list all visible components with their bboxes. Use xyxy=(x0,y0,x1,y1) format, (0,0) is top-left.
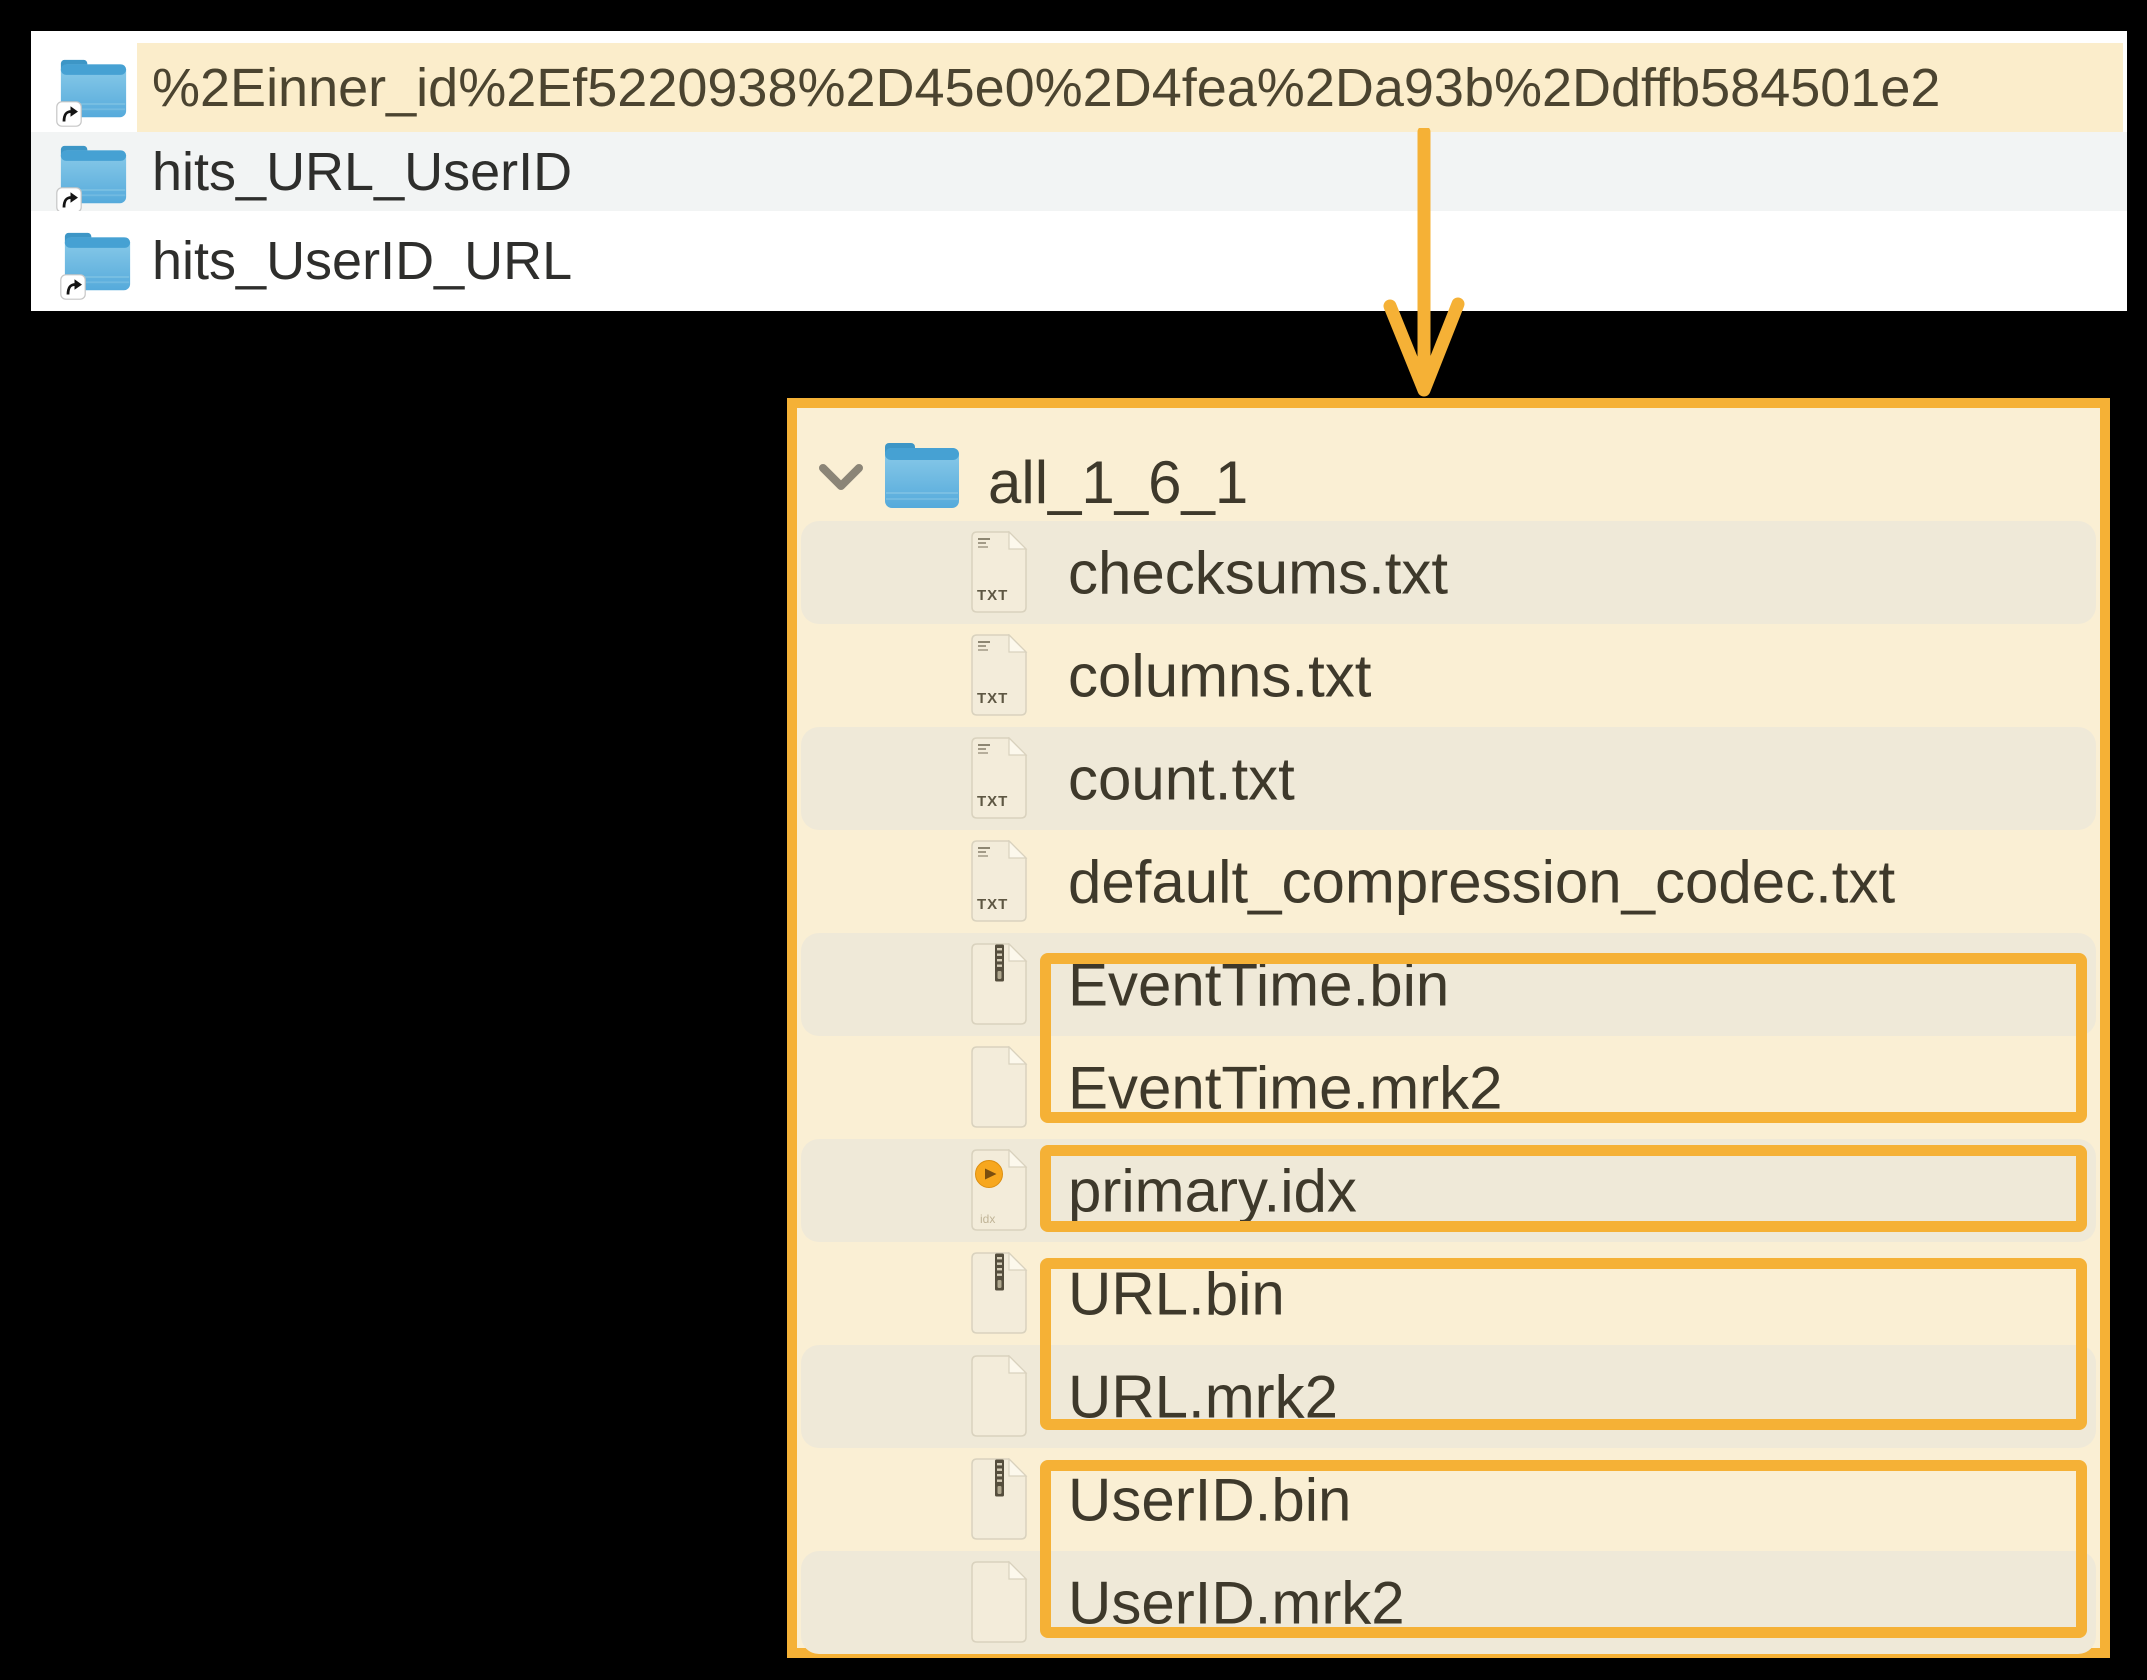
alias-folder-icon xyxy=(64,231,131,293)
file-name: EventTime.mrk2 xyxy=(1068,1054,1503,1121)
tree-row-file[interactable]: UserID.mrk2 xyxy=(797,1551,2100,1654)
blank-file-icon xyxy=(968,1355,1030,1437)
tree-row-file[interactable]: URL.bin xyxy=(797,1242,2100,1345)
tree-row-file[interactable]: UserID.bin xyxy=(797,1448,2100,1551)
tree-row-file[interactable]: primary.idx xyxy=(797,1139,2100,1242)
tree-row-file[interactable]: EventTime.mrk2 xyxy=(797,1036,2100,1139)
file-name: UserID.mrk2 xyxy=(1068,1569,1405,1636)
tree-row-file[interactable]: count.txt xyxy=(797,727,2100,830)
part-folder-tree-panel: all_1_6_1 checksums.txt columns.txt coun… xyxy=(787,398,2110,1658)
tree-row-file[interactable]: columns.txt xyxy=(797,624,2100,727)
selected-name-highlight: %2Einner_id%2Ef5220938%2D45e0%2D4fea%2Da… xyxy=(137,43,2123,132)
bin-file-icon xyxy=(968,1458,1030,1540)
tree-row-file[interactable]: checksums.txt xyxy=(797,521,2100,624)
txt-file-icon xyxy=(968,840,1030,922)
folder-name: hits_URL_UserID xyxy=(152,141,573,202)
folder-icon xyxy=(884,442,960,510)
folder-name: all_1_6_1 xyxy=(988,449,1249,516)
txt-file-icon xyxy=(968,634,1030,716)
file-name: default_compression_codec.txt xyxy=(1068,848,1896,915)
finder-row-inner-id[interactable]: %2Einner_id%2Ef5220938%2D45e0%2D4fea%2Da… xyxy=(31,31,2127,132)
file-name: primary.idx xyxy=(1068,1157,1357,1224)
alias-folder-icon xyxy=(60,58,127,120)
file-name: columns.txt xyxy=(1068,642,1372,709)
blank-file-icon xyxy=(968,1561,1030,1643)
blank-file-icon xyxy=(968,1046,1030,1128)
tree-row-file[interactable]: default_compression_codec.txt xyxy=(797,830,2100,933)
bin-file-icon xyxy=(968,1252,1030,1334)
tree-row-all-1-6-1[interactable]: all_1_6_1 xyxy=(797,408,2100,521)
txt-file-icon xyxy=(968,737,1030,819)
alias-arrow-badge-icon xyxy=(56,101,82,127)
down-arrow-annotation xyxy=(1383,128,1465,397)
alias-folder-icon xyxy=(60,144,127,206)
finder-list-panel: %2Einner_id%2Ef5220938%2D45e0%2D4fea%2Da… xyxy=(31,31,2127,311)
alias-arrow-badge-icon xyxy=(56,187,82,213)
file-name: URL.mrk2 xyxy=(1068,1363,1339,1430)
tree-row-file[interactable]: EventTime.bin xyxy=(797,933,2100,1036)
file-name: checksums.txt xyxy=(1068,539,1449,606)
idx-file-icon xyxy=(968,1149,1030,1231)
file-name: count.txt xyxy=(1068,745,1295,812)
folder-name: hits_UserID_URL xyxy=(152,231,573,291)
bin-file-icon xyxy=(968,943,1030,1025)
alias-arrow-badge-icon xyxy=(60,274,86,300)
tree-row-file[interactable]: URL.mrk2 xyxy=(797,1345,2100,1448)
file-name: UserID.bin xyxy=(1068,1466,1352,1533)
txt-file-icon xyxy=(968,531,1030,613)
finder-row-hits-url-userid[interactable]: hits_URL_UserID xyxy=(31,132,2127,211)
file-name: URL.bin xyxy=(1068,1260,1285,1327)
finder-row-hits-userid-url[interactable]: hits_UserID_URL xyxy=(31,211,2127,311)
folder-name: %2Einner_id%2Ef5220938%2D45e0%2D4fea%2Da… xyxy=(152,57,1941,118)
file-name: EventTime.bin xyxy=(1068,951,1450,1018)
chevron-down-icon[interactable] xyxy=(818,462,864,492)
